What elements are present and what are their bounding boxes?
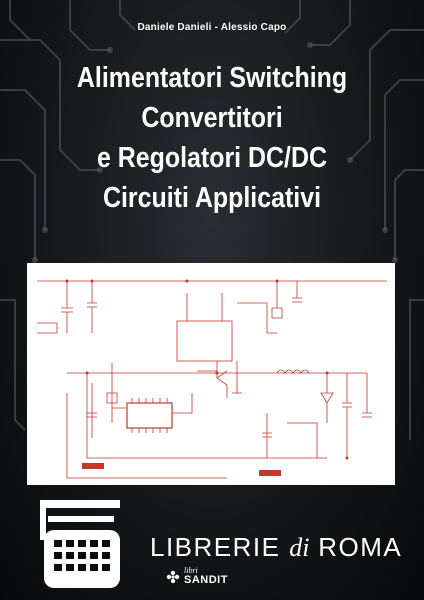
store-brand-name: LIBRERIE di ROMA	[150, 532, 402, 563]
typewriter-icon	[40, 500, 120, 588]
schematic-drawing	[37, 279, 387, 479]
sandit-flower-icon	[166, 570, 180, 584]
title-line-1: Alimentatori Switching	[76, 62, 348, 94]
authors: Daniele Danieli - Alessio Capo	[137, 22, 287, 33]
brand-di: di	[289, 533, 310, 562]
title-line-3: e Regolatori DC/DC	[96, 142, 328, 174]
title-line-2: Convertitori	[141, 102, 283, 134]
brand-librerie: LIBRERIE	[150, 532, 281, 562]
brand-roma: ROMA	[318, 532, 403, 562]
brand-sandit: SANDIT	[184, 574, 228, 586]
circuit-schematic	[27, 263, 395, 485]
book-title: Alimentatori Switching Convertitori e Re…	[30, 58, 395, 218]
title-line-4: Circuiti Applicativi	[102, 182, 322, 214]
store-watermark: LIBRERIE di ROMA libri SANDIT	[0, 492, 424, 600]
brand-sub-label: libri	[184, 566, 198, 575]
